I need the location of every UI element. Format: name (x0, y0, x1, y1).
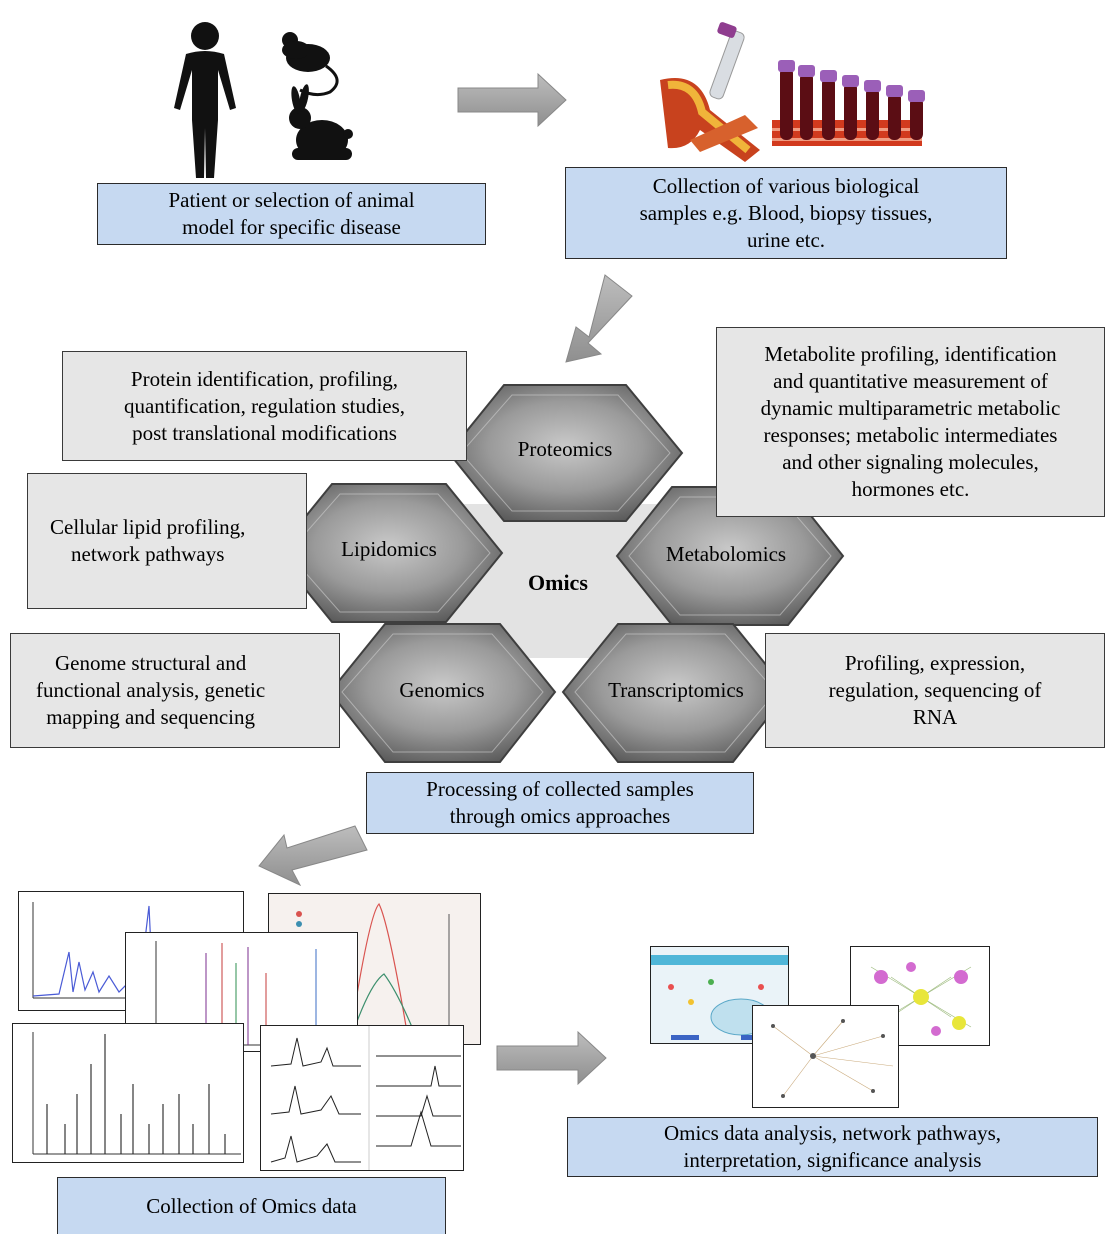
transcriptomics-description: Profiling, expression, regulation, seque… (765, 633, 1105, 748)
arrow-icon (258, 825, 368, 887)
rabbit-icon (289, 84, 353, 160)
tube-cap (864, 80, 881, 92)
proteomics-description: Protein identification, profiling, quant… (62, 351, 467, 461)
metabolomics-description: Metabolite profiling, identification and… (716, 327, 1105, 517)
transcriptomics-label: Transcriptomics (608, 678, 744, 702)
tube-cap (798, 65, 815, 77)
data-analysis-box: Omics data analysis, network pathways, i… (567, 1117, 1098, 1177)
arrow-icon (496, 1030, 607, 1086)
mouse-icon (282, 32, 339, 97)
blood-tube (842, 75, 859, 140)
genomics-description: Genome structural and functional analysi… (10, 633, 340, 748)
lipidomics-description: Cellular lipid profiling, network pathwa… (27, 473, 307, 609)
blood-tube (778, 60, 795, 140)
blood-tube (886, 85, 903, 140)
interaction-network-image (771, 1019, 894, 1098)
patient-selection-box: Patient or selection of animal model for… (97, 183, 486, 245)
genomics-label: Genomics (399, 678, 485, 702)
tube-cap (842, 75, 859, 87)
test-tube-icon (709, 22, 745, 100)
transcriptomics-hexagon (561, 623, 790, 763)
processing-box: Processing of collected samples through … (366, 772, 754, 834)
tube-cap (778, 60, 795, 72)
interaction-network-thumbnail (752, 1005, 899, 1108)
arrow-icon (457, 72, 567, 128)
blood-tube (820, 70, 837, 140)
human-silhouette-icon (174, 22, 236, 178)
omics-data-collection-box: Collection of Omics data (57, 1177, 446, 1234)
sample-collection-box: Collection of various biological samples… (565, 167, 1007, 259)
blood-tube (798, 65, 815, 140)
tube-cap (820, 70, 837, 82)
blood-tube (908, 90, 925, 140)
peak-spectrum-thumbnail (12, 1023, 244, 1163)
peak-spectrum-image (32, 1032, 241, 1155)
stacked-spectra-image (270, 1026, 461, 1170)
tube-cap (886, 85, 903, 97)
blood-vessel-icon (660, 78, 760, 162)
metabolomics-label: Metabolomics (665, 542, 787, 566)
omics-center-label: Omics (528, 570, 588, 595)
blood-tube (864, 80, 881, 140)
tube-cap (908, 90, 925, 102)
stacked-spectra-thumbnail (260, 1025, 464, 1171)
arrow-icon (565, 274, 633, 363)
lipidomics-label: Lipidomics (341, 537, 437, 561)
proteomics-label: Proteomics (517, 437, 613, 461)
